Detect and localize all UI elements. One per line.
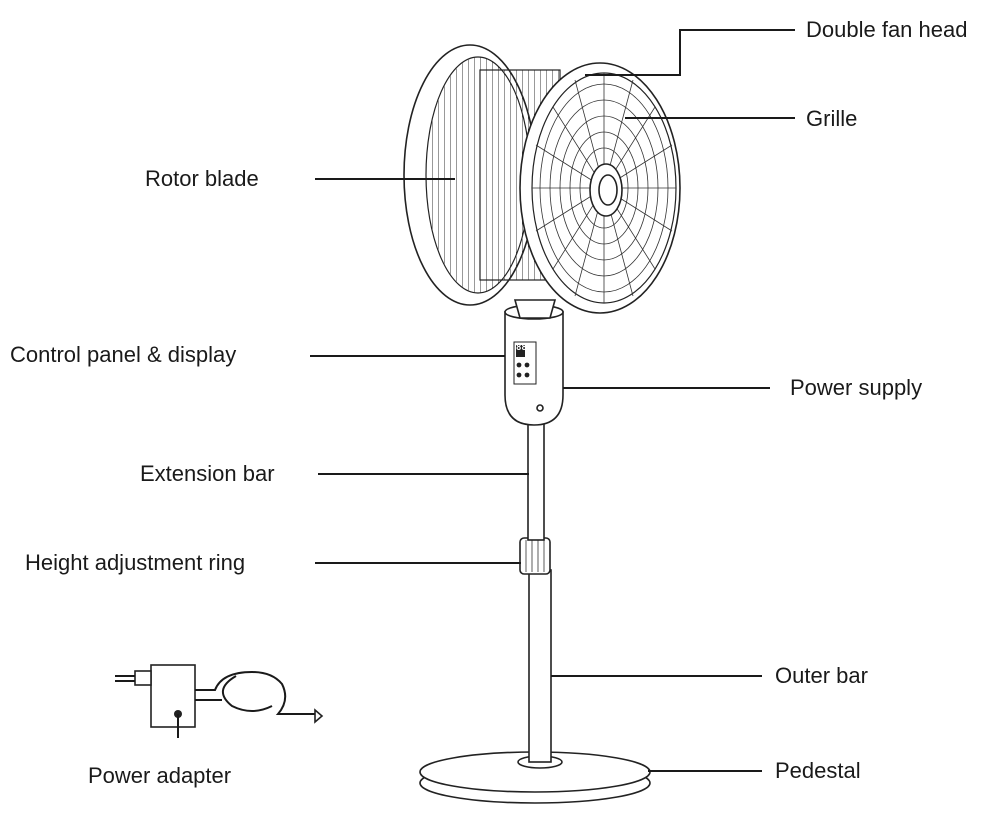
label-outer-bar: Outer bar — [775, 663, 868, 688]
extension-bar-drawing — [527, 419, 545, 541]
label-pedestal: Pedestal — [775, 758, 861, 783]
label-height-ring: Height adjustment ring — [25, 550, 246, 575]
label-grille: Grille — [806, 106, 858, 131]
label-rotor-blade: Rotor blade — [145, 166, 259, 191]
power-adapter-drawing — [115, 664, 324, 738]
label-power-supply: Power supply — [790, 375, 923, 400]
fan-head-drawing — [403, 44, 681, 314]
leader-lines — [310, 29, 795, 772]
display-digits: 88 — [516, 343, 527, 353]
height-ring-drawing — [519, 537, 551, 575]
outer-bar-drawing — [528, 569, 552, 763]
label-power-adapter: Power adapter — [88, 763, 232, 788]
label-extension-bar: Extension bar — [140, 461, 275, 486]
label-control-panel: Control panel & display — [10, 342, 237, 367]
label-double-fan-head: Double fan head — [806, 17, 968, 42]
control-body-drawing — [504, 304, 564, 426]
